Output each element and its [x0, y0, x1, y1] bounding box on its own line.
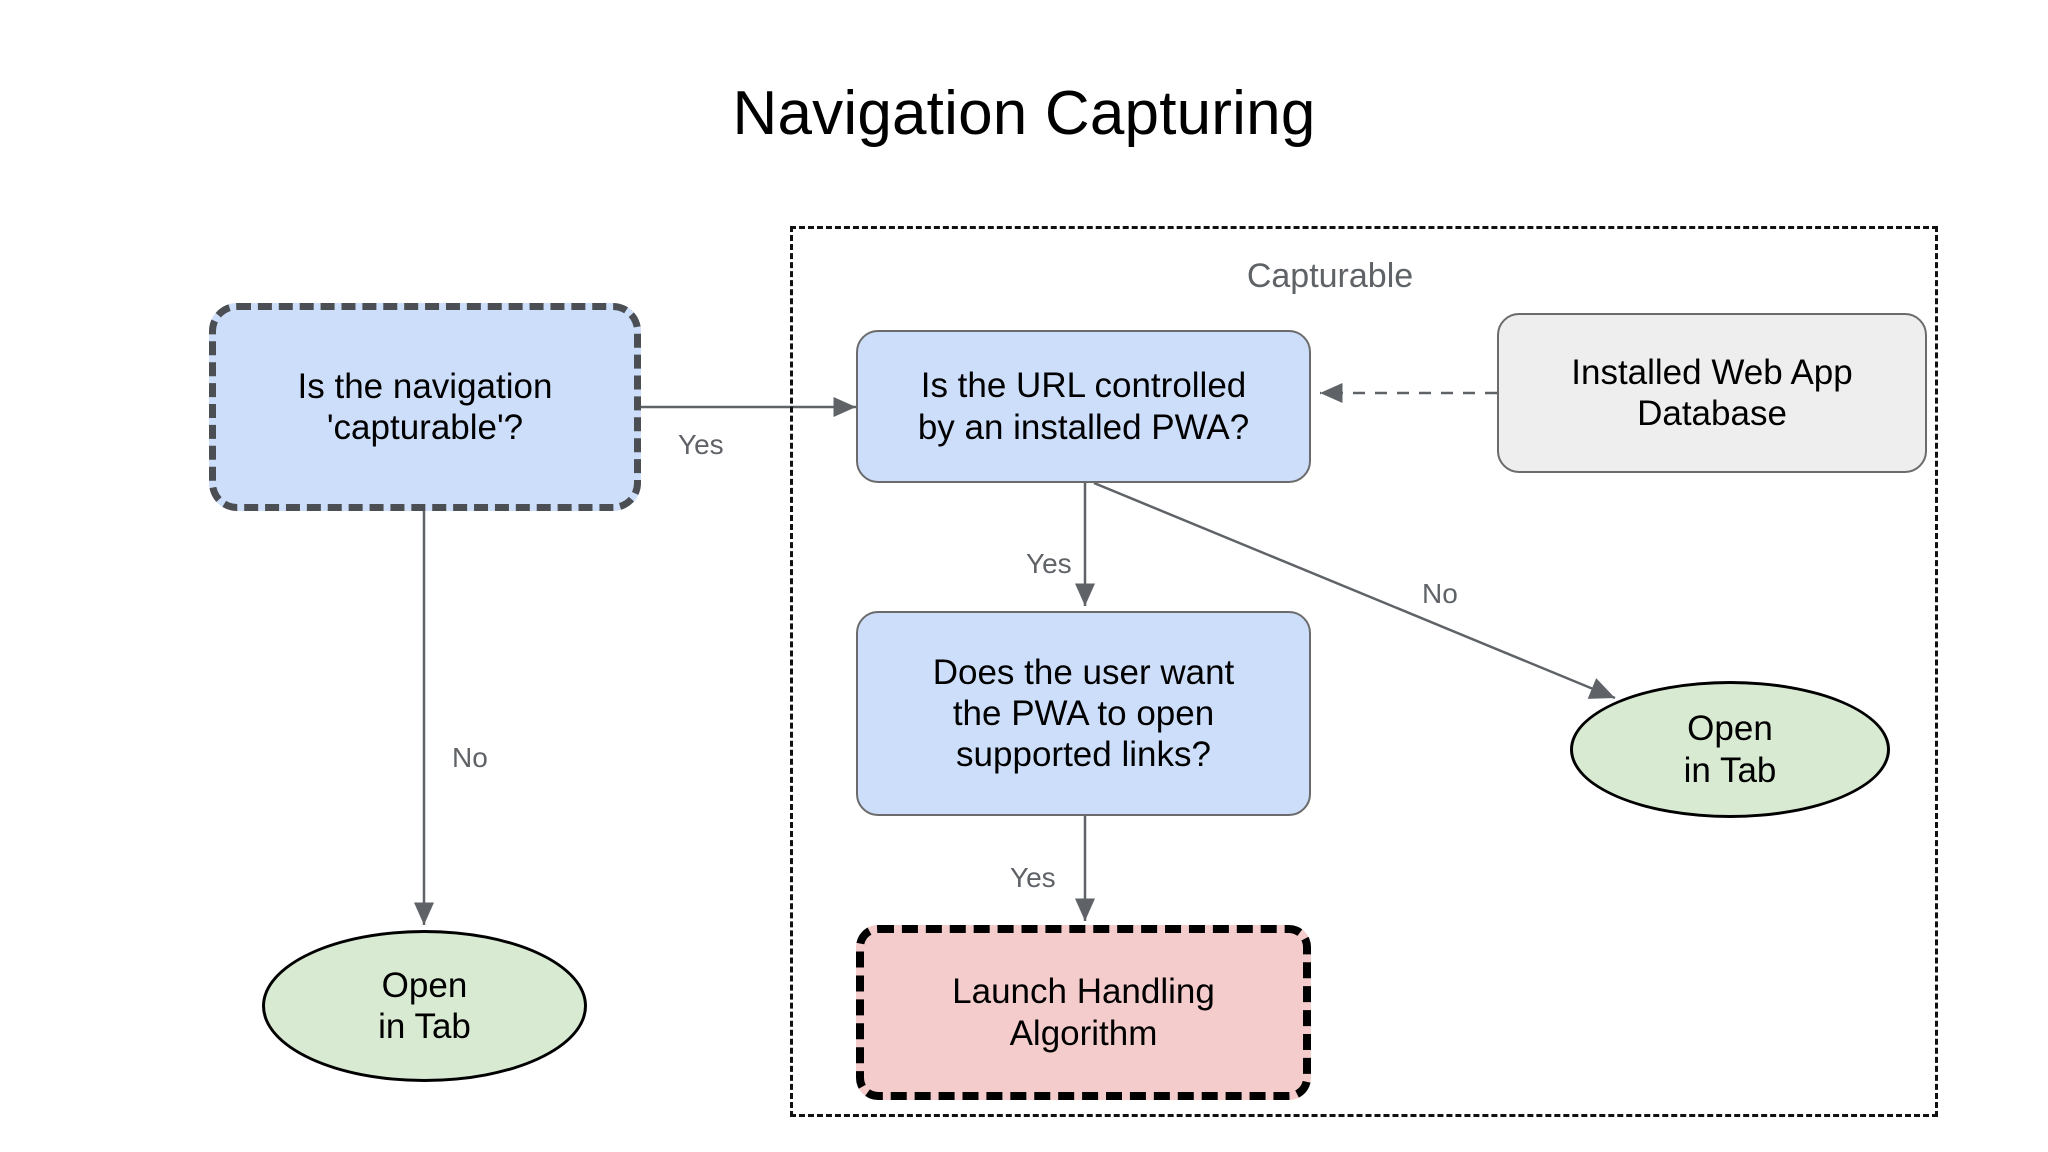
edge-label-no-capturable: No [452, 742, 488, 773]
page-title: Navigation Capturing [732, 79, 1316, 148]
edge-label-no-url-pwa: No [1422, 578, 1458, 609]
node-is-navigation-capturable[interactable]: Is the navigation 'capturable'? [209, 303, 641, 511]
edge-label-yes-url-pwa: Yes [1026, 548, 1072, 579]
capturable-group-label: Capturable [1246, 257, 1414, 295]
edge-url-to-open-tab-no [1093, 481, 1616, 700]
edge-label-yes-capturable: Yes [678, 429, 724, 460]
capturable-group-container [790, 226, 1938, 1117]
node-open-in-tab-right[interactable]: Open in Tab [1570, 681, 1890, 818]
node-is-url-controlled-by-installed-pwa[interactable]: Is the URL controlled by an installed PW… [856, 330, 1311, 483]
edge-label-yes-user-want: Yes [1010, 862, 1056, 893]
node-launch-handling-algorithm[interactable]: Launch Handling Algorithm [856, 925, 1311, 1100]
node-installed-web-app-database[interactable]: Installed Web App Database [1497, 313, 1927, 473]
node-open-in-tab-left[interactable]: Open in Tab [262, 930, 587, 1082]
node-does-user-want-pwa-open-supported-links[interactable]: Does the user want the PWA to open suppo… [856, 611, 1311, 816]
